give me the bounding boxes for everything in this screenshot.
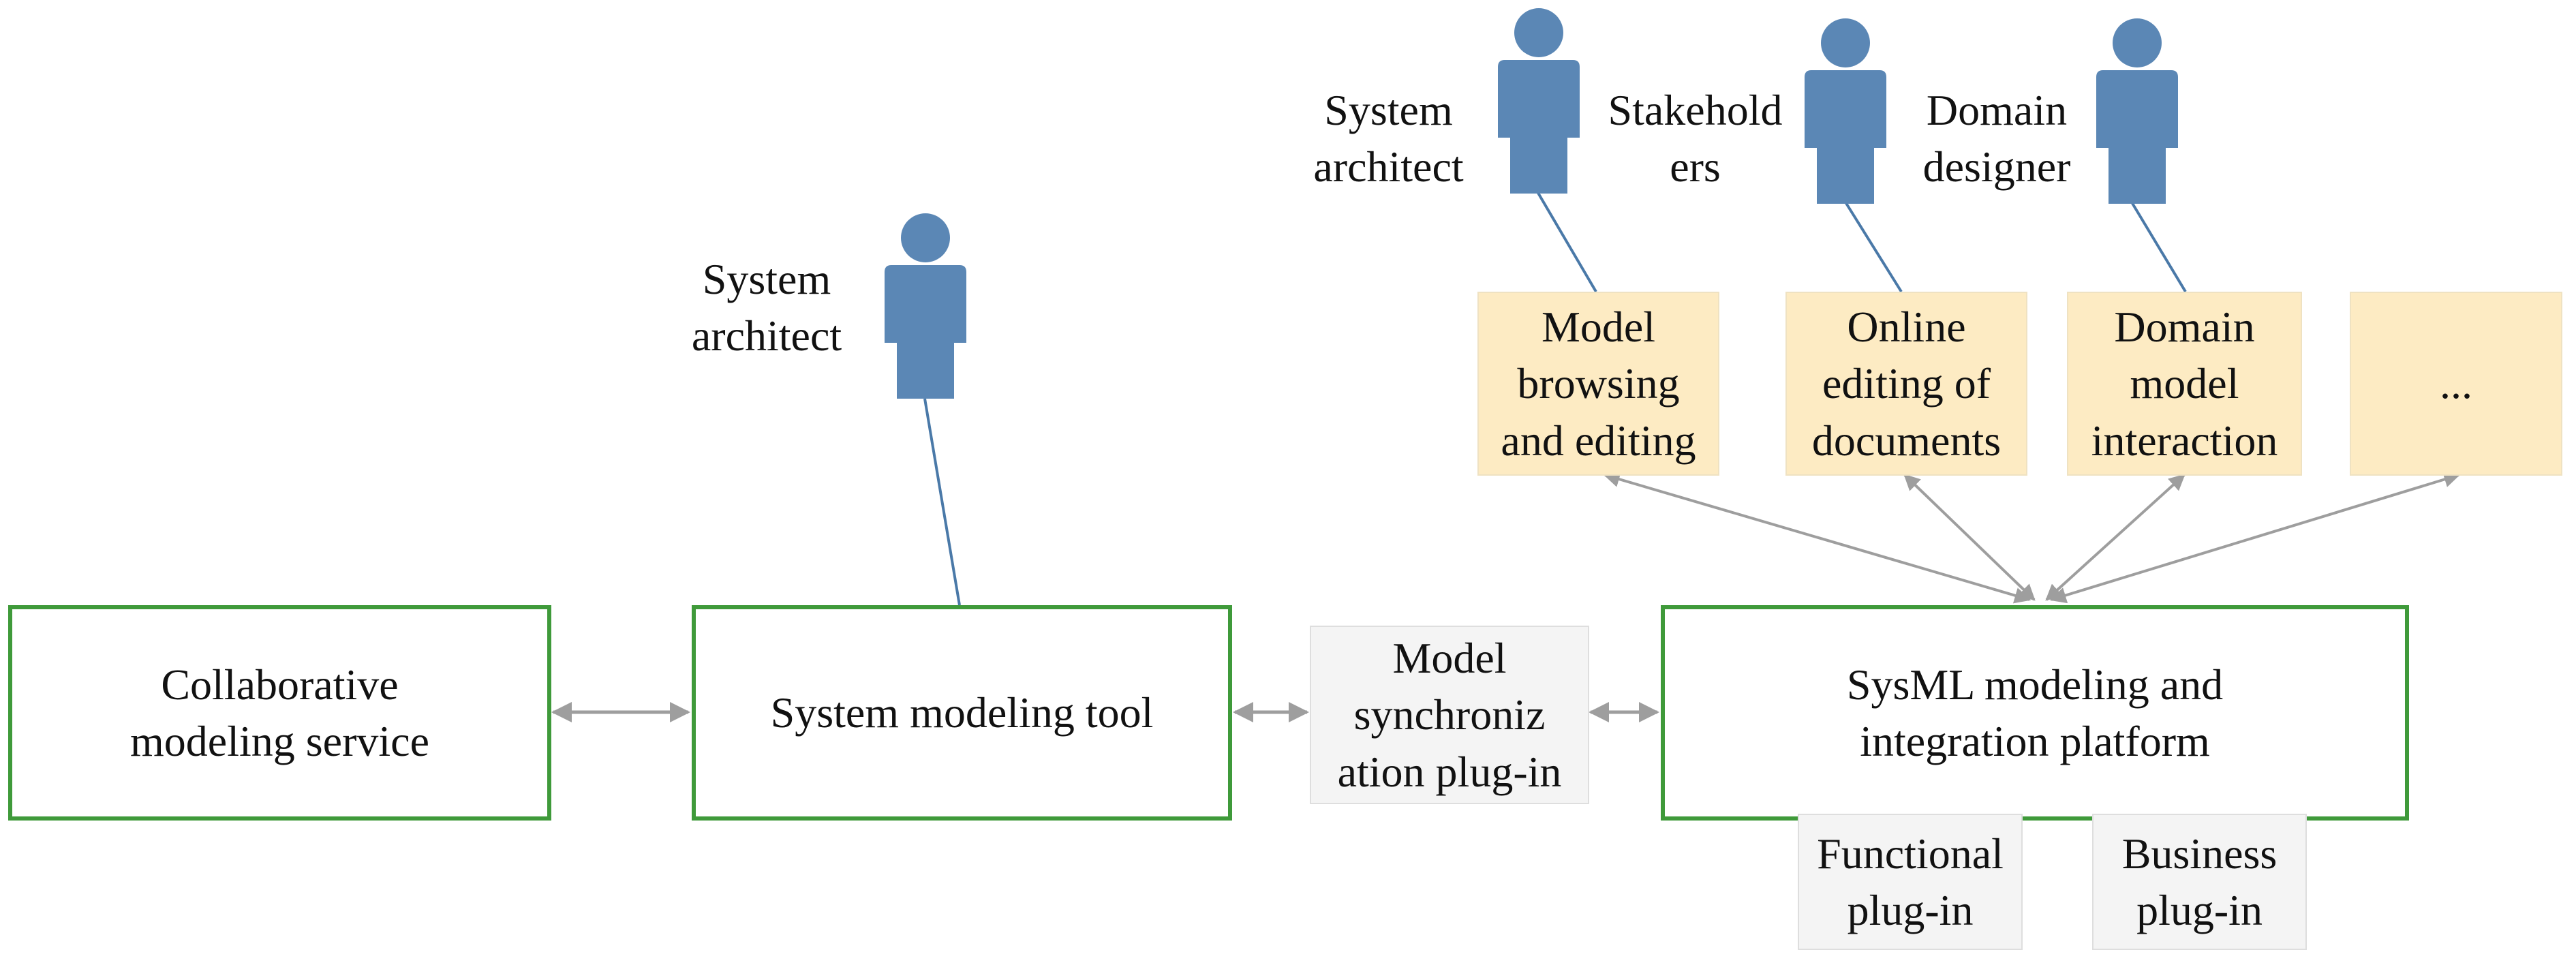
model-browsing-box[interactable]: Model browsing and editing [1477,292,1719,476]
assoc-architect-tool [923,398,961,606]
person-icon [2096,18,2178,204]
model-synchronization-plugin-box[interactable]: Model synchroniz ation plug-in [1310,626,1589,804]
sysml-platform-box[interactable]: SysML modeling and integration platform [1661,605,2409,821]
domain-model-interaction-box[interactable]: Domain model interaction [2067,292,2302,476]
actor-label-system-architect: System architect [1313,86,1464,192]
person-icon [885,213,966,399]
assoc-designer-domain [2130,200,2187,293]
arrow-platform-browse [1603,471,2031,604]
actor-label-domain-designer: Domain designer [1922,86,2071,192]
online-editing-box[interactable]: Online editing of documents [1785,292,2027,476]
more-functions-box[interactable]: ... [2350,292,2562,476]
actor-label-stakeholders: Stakehold ers [1608,86,1783,192]
collaborative-modeling-service-box[interactable]: Collaborative modeling service [8,605,551,821]
actor-label-system-architect: System architect [691,255,842,361]
assoc-architect-browse [1535,188,1597,293]
person-icon [1498,8,1580,194]
person-icon [1805,18,1886,204]
functional-plugin-box[interactable]: Functional plug-in [1798,814,2023,950]
system-modeling-tool-box[interactable]: System modeling tool [692,605,1232,821]
arrow-platform-online [1903,474,2036,601]
assoc-stakeholders-online [1843,200,1903,293]
business-plugin-box[interactable]: Business plug-in [2092,814,2307,950]
arrow-platform-more [2049,471,2461,604]
